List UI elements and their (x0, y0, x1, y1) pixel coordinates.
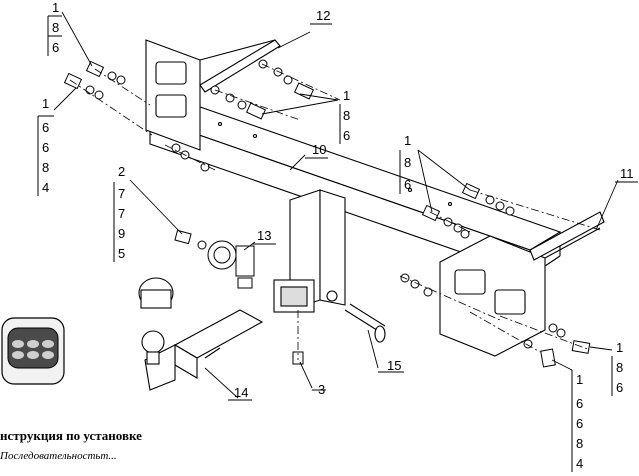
callout-num: 1 (42, 96, 49, 111)
callout-num: 1 (404, 133, 411, 148)
callout-12: 12 (316, 8, 330, 23)
bolt-set-right (400, 182, 591, 368)
callout-8: 2 7 7 9 5 (113, 164, 125, 262)
callout-num: 6 (343, 128, 350, 143)
callout-num: 1 (52, 0, 59, 15)
callout-2: 1 6 6 8 4 (37, 96, 54, 196)
callout-num: 1 (576, 372, 583, 387)
assembly-axis-lines (69, 63, 601, 360)
socket-plate (207, 240, 255, 289)
callout-num: 4 (576, 456, 583, 471)
callout-num: 8 (404, 155, 411, 170)
control-unit-icon (1, 317, 65, 385)
callout-num: 6 (616, 380, 623, 395)
callout-14: 14 (234, 385, 248, 400)
callout-num: 5 (118, 246, 125, 261)
callout-11: 11 (620, 166, 634, 181)
callout-num: 8 (343, 108, 350, 123)
instructions-subtext: Последовательностьm... (0, 450, 117, 462)
hitch-pin (344, 303, 386, 343)
tow-ball-mount (138, 277, 264, 391)
bolt-set-left (63, 60, 210, 172)
callout-num: 1 (343, 88, 350, 103)
callout-13-right: 1 8 6 (611, 340, 623, 396)
callout-num: 8 (616, 360, 623, 375)
callout-num: 6 (42, 120, 49, 135)
callout-num: 9 (118, 226, 125, 241)
callout-15: 15 (387, 358, 401, 373)
callout-num: 6 (404, 177, 411, 192)
callout-num: 8 (52, 20, 59, 35)
right-side-bracket (439, 211, 605, 357)
callout-num: 8 (42, 160, 49, 175)
callout-14-right: 1 6 6 8 4 (571, 370, 583, 472)
callout-num: 4 (42, 180, 49, 195)
callout-1: 1 8 6 (47, 0, 62, 56)
callout-num: 6 (42, 140, 49, 155)
callout-4: 1 8 6 (339, 88, 350, 144)
callout-13: 13 (257, 228, 271, 243)
callout-num: 2 (118, 164, 125, 179)
callout-num: 8 (576, 436, 583, 451)
callout-num: 6 (576, 416, 583, 431)
receiver-tube (273, 189, 346, 313)
left-side-bracket (145, 39, 281, 151)
callout-num: 1 (616, 340, 623, 355)
instructions-heading: нструкция по установке (0, 428, 142, 443)
leader-lines (53, 11, 619, 399)
callout-num: 6 (576, 396, 583, 411)
callout-num: 7 (118, 206, 125, 221)
callout-num: 6 (52, 40, 59, 55)
callout-6: 1 8 6 (399, 133, 411, 194)
callout-10: 10 (312, 142, 326, 157)
callout-num: 7 (118, 186, 125, 201)
